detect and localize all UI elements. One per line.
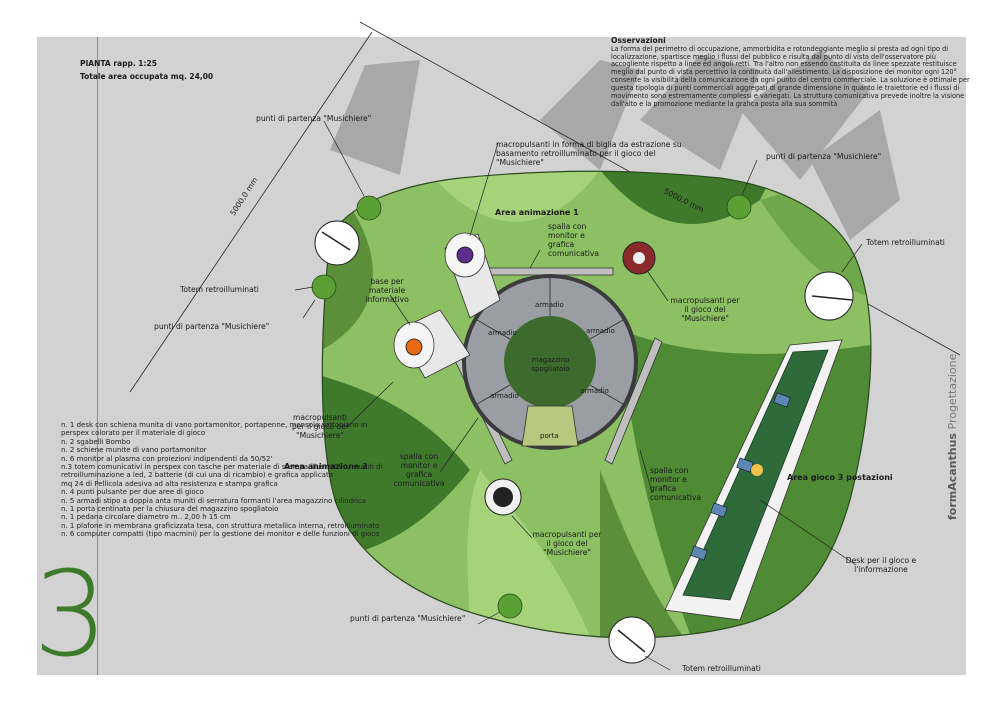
platform-outline [321,170,872,639]
list-item: n. 1 plafone in membrana graficizzata te… [61,521,380,530]
list-item: n. 5 armadi stipo a doppia anta muniti d… [61,496,367,505]
list-item: mq 24 di Pellicola adesiva ad alta resis… [61,479,278,488]
label-punti-mid-left: punti di partenza "Musichiere" [154,322,270,331]
label-totem-right: Totem retroilluminati [866,238,945,247]
list-item: n. 1 desk con schiena munita di vano por… [61,421,368,438]
label-macro-bottom: macropulsanti per il gioco del "Musichie… [532,530,602,557]
label-spalla-top: spalla con monitor e grafica comunicativ… [548,222,600,258]
label-armadio-left-top: armadio [488,329,517,337]
game-desk [664,339,843,621]
leader-lines [294,120,863,671]
scale-label: PIANTA rapp. 1:25 [80,59,157,68]
label-punti-top-right: punti di partenza "Musichiere" [766,152,882,161]
total-area-label: Totale area occupata mq. 24,00 [80,72,214,81]
cast-shadows [330,50,900,240]
label-armadio-top: armadio [535,301,564,309]
observations-block: Osservazioni La forma del perimetro di o… [611,36,971,109]
label-armadio-right-bottom: armadio [580,387,609,395]
list-item: n. 2 schiene munite di vano portamonitor [61,446,207,455]
label-totem-left: Totem retroilluminati [180,285,259,294]
label-punti-bottom: punti di partenza "Musichiere" [350,614,466,623]
label-spalla-right: spalla con monitor e grafica comunicativ… [650,466,702,502]
label-armadio-left-bottom: armadio [490,392,519,400]
brand-logo: formAcanthus Progettazione [946,354,959,520]
label-spalla-left: spalla con monitor e grafica comunicativ… [393,452,445,488]
list-item: n. 4 punti pulsante per due aree di gioc… [61,488,204,497]
brand-name: formAcanthus [946,433,959,520]
list-item: n. 2 sgabelli Bombo [61,437,131,446]
label-desk: Desk per il gioco e l'informazione [845,556,917,574]
label-macro-left: macropulsanti per il gioco del "Musichie… [291,413,349,440]
label-area-1: Area animazione 1 [495,208,579,217]
label-totem-bottom: Totem retroilluminati [682,664,761,673]
list-item: n. 1 pedana circolare diametro m.. 2,00 … [61,513,231,522]
list-item: n. 6 computer compatti (tipo macmini) pe… [61,530,380,539]
observations-text: La forma del perimetro di occupazione, a… [611,44,970,108]
totems [314,220,854,664]
brand-tag: Progettazione [946,353,959,430]
label-macro-right: macropulsanti per il gioco del "Musichie… [670,296,740,323]
label-porta: porta [540,432,559,440]
label-macro-top: macropulsanti in forma di biglia da estr… [496,140,682,167]
sheet-number: 3 [33,545,109,683]
label-armadio-right-top: armadio [586,327,615,335]
label-area-2: Area animazione 2 [284,462,368,471]
label-area-3: Area gioco 3 postazioni [787,473,893,482]
observations-title: Osservazioni [611,36,666,45]
list-item: n. 1 porta centinata per la chiusura del… [61,505,279,514]
label-magazzino: magazzino spogliatoio [531,356,570,373]
central-storage [462,274,638,450]
list-item: n. 6 monitor al plasma con proiezioni in… [61,454,273,463]
components-list: n. 1 desk con schiena munita di vano por… [61,421,391,539]
start-points [311,194,752,619]
label-punti-top-left: punti di partenza "Musichiere" [256,114,372,123]
margin-guide-line [97,37,98,675]
label-base: base per materiale informativo [365,277,409,304]
list-item: n.3 totem comunicativi in perspex con ta… [61,463,383,480]
macropulsanti-buttons [405,241,656,516]
